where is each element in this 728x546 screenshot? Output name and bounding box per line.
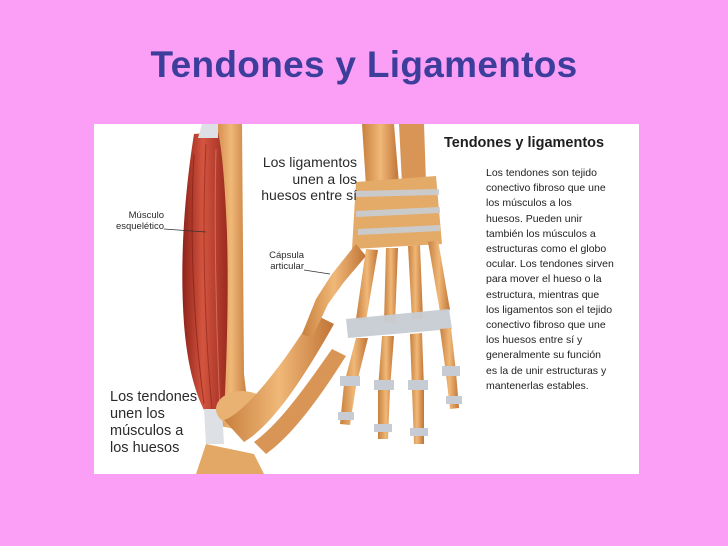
label-tendons: Los tendones unen los músculos a los hue… [110,389,198,457]
leader-line-muscle [163,228,207,233]
arm-tendons [198,124,224,444]
label-skeletal-muscle: Músculo esquelético [115,210,164,232]
anatomy-illustration [163,124,462,474]
label-joint-capsule: Cápsula articular [269,250,304,272]
side-panel-text: Los tendones son tejido conectivo fibros… [486,167,614,392]
anatomy-figure: Los ligamentos unen a los huesos entre s… [94,124,639,474]
biceps-muscle [182,132,228,414]
leader-line-capsule [303,269,331,275]
side-panel-title: Tendones y ligamentos [444,135,605,151]
label-ligaments: Los ligamentos unen a los huesos entre s… [261,154,357,204]
forearm-bones [196,314,346,474]
hand-skeleton [302,124,462,444]
slide-title: Tendones y Ligamentos [150,44,578,85]
